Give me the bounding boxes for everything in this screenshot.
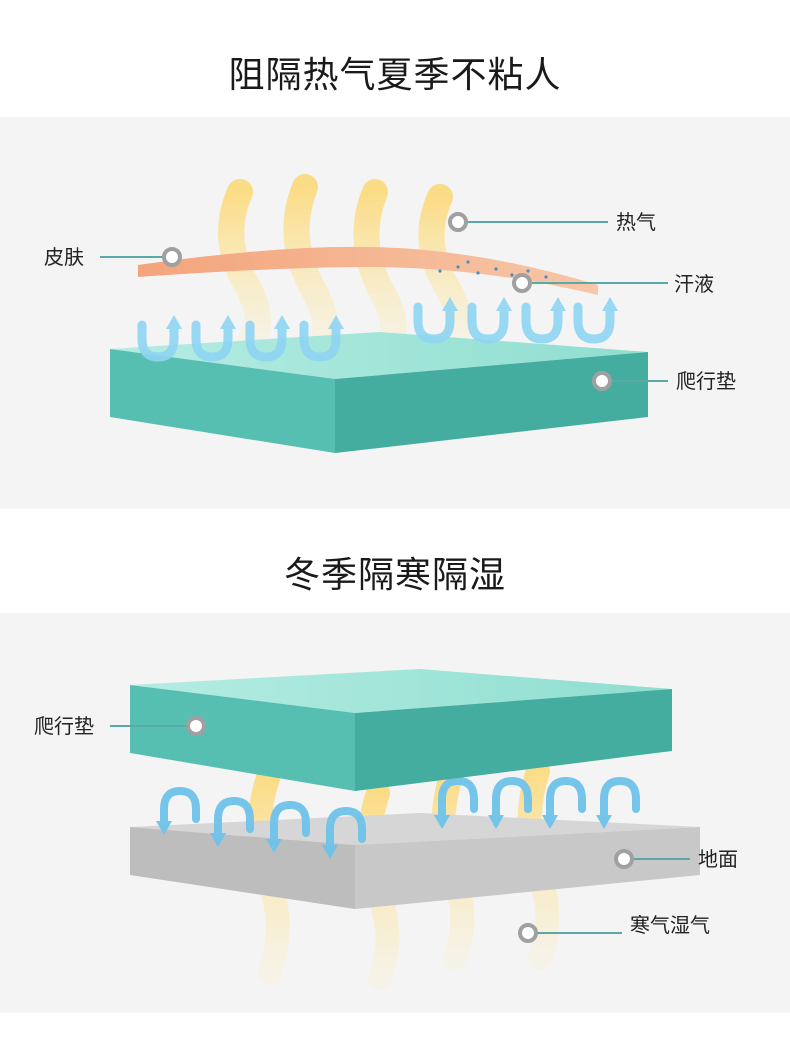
arrowhead-icon	[596, 815, 612, 829]
heat-wave-icon	[418, 184, 472, 355]
arrowhead-icon	[266, 839, 282, 853]
u-arrow-icon	[521, 302, 563, 344]
label-mat: 爬行垫	[676, 369, 736, 393]
arrowhead-icon	[220, 315, 236, 329]
label-skin: 皮肤	[44, 245, 84, 269]
arrowhead-icon	[322, 845, 338, 859]
arrowhead-icon	[602, 297, 618, 311]
u-arrow-icon	[137, 320, 179, 362]
crawling-mat-block	[130, 669, 672, 791]
heat-wave-icon	[353, 179, 407, 362]
skin-layer	[138, 246, 598, 295]
heat-wave-icon	[283, 174, 339, 360]
arrowhead-icon	[496, 297, 512, 311]
winter-diagram	[110, 669, 700, 990]
summer-section-title: 阻隔热气夏季不粘人	[228, 55, 562, 96]
summer-diagram-panel: 皮肤 热气 汗液 爬行垫	[0, 117, 790, 509]
n-arrow-icon	[438, 776, 478, 819]
down-arrow-group	[156, 776, 640, 859]
arrowhead-icon	[550, 297, 566, 311]
u-arrow-icon	[467, 302, 509, 344]
u-arrow-icon	[299, 320, 341, 362]
n-arrow-icon	[214, 796, 254, 839]
n-arrow-icon	[492, 776, 532, 819]
marker-icon	[186, 716, 206, 736]
n-arrow-icon	[326, 806, 366, 849]
u-arrow-icon	[573, 302, 615, 344]
leader-lines	[100, 221, 668, 382]
marker-icon	[592, 371, 612, 391]
arrowhead-icon	[434, 815, 450, 829]
u-arrow-icon	[245, 320, 287, 362]
arrowhead-icon	[328, 315, 344, 329]
u-arrow-icon	[413, 302, 455, 344]
arrowhead-icon	[156, 821, 172, 835]
marker-icon	[518, 923, 538, 943]
label-hot-air: 热气	[616, 210, 656, 234]
label-cold-moisture: 寒气湿气	[630, 913, 710, 937]
n-arrow-icon	[160, 786, 200, 827]
crawling-mat-block	[110, 332, 648, 453]
arrowhead-icon	[274, 315, 290, 329]
heat-wave-group	[218, 174, 472, 362]
arrowhead-icon	[166, 315, 182, 329]
label-ground: 地面	[698, 847, 738, 871]
cool-arrow-group	[137, 297, 618, 362]
n-arrow-icon	[546, 776, 586, 819]
marker-icon	[448, 212, 468, 232]
arrowhead-icon	[542, 815, 558, 829]
n-arrow-icon	[270, 800, 310, 843]
marker-icon	[614, 849, 634, 869]
u-arrow-icon	[191, 320, 233, 362]
sweat-droplets	[438, 260, 548, 279]
arrowhead-icon	[442, 297, 458, 311]
label-sweat: 汗液	[674, 272, 714, 296]
leader-lines	[110, 725, 690, 934]
marker-icon	[512, 273, 532, 293]
winter-diagram-panel: 爬行垫 地面 寒气湿气	[0, 613, 790, 1013]
heat-wave-icon	[218, 179, 271, 355]
markers	[186, 716, 634, 943]
arrowhead-icon	[210, 833, 226, 847]
marker-icon	[162, 247, 182, 267]
markers	[162, 212, 612, 391]
label-mat: 爬行垫	[34, 714, 94, 738]
arrowhead-icon	[488, 815, 504, 829]
n-arrow-icon	[600, 776, 640, 819]
winter-section-title: 冬季隔寒隔湿	[283, 555, 506, 596]
summer-diagram	[100, 174, 668, 453]
